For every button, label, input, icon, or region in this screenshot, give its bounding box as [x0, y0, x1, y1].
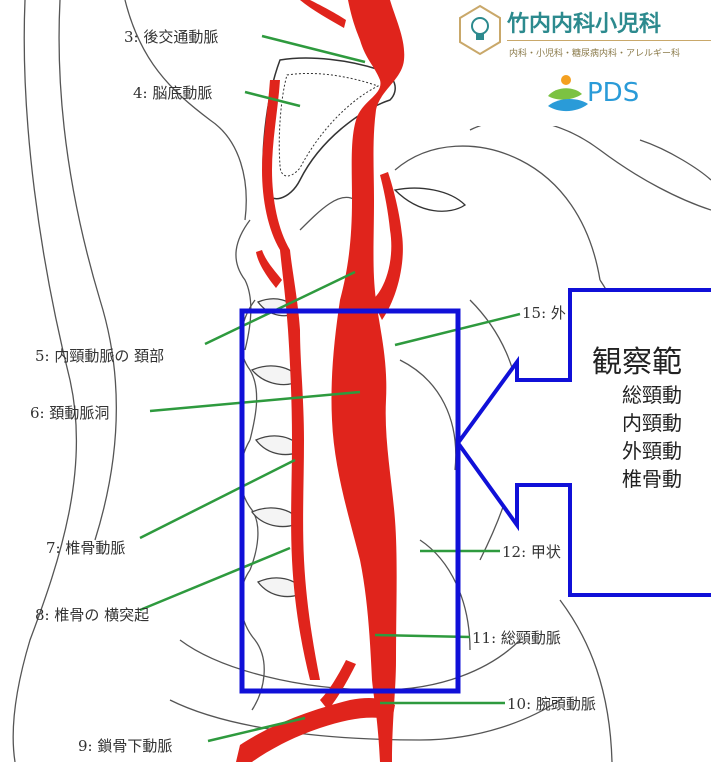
label-basilar-artery: 4: 脳底動脈 — [133, 84, 213, 102]
label-carotid-sinus: 6: 頚動脈洞 — [30, 404, 110, 422]
label-thyroid: 12: 甲状 — [502, 543, 561, 561]
leader-6 — [149, 390, 361, 413]
callout-content: 観察範 総頸動 内頸動 外頸動 椎骨動 — [592, 345, 682, 493]
leader-11 — [374, 633, 471, 639]
leader-7 — [139, 458, 296, 540]
callout-item: 外頸動 — [622, 439, 682, 463]
callout-title: 観察範 — [592, 345, 682, 380]
observation-area-box — [239, 308, 461, 694]
leader-3 — [261, 34, 366, 64]
label-internal-carotid-cervical: 5: 内頸動脈の 頚部 — [35, 347, 165, 365]
callout-item: 内頸動 — [622, 411, 682, 435]
logo-divider — [507, 40, 711, 41]
leader-lines — [139, 34, 521, 743]
clinic-subtitle: 内科・小児科・糖尿病内科・アレルギー科 — [509, 49, 681, 59]
label-subclavian-artery: 9: 鎖骨下動脈 — [78, 737, 173, 755]
leader-4 — [244, 90, 301, 108]
clinic-name: 竹内内科小児科 — [507, 12, 662, 37]
vertebrae — [250, 298, 305, 598]
leader-5 — [204, 270, 356, 346]
label-posterior-communicating-artery: 3: 後交通動脈 — [124, 28, 219, 46]
pds-icon — [548, 75, 588, 112]
callout-item: 総頸動 — [622, 383, 682, 407]
label-transverse-process: 8: 椎骨の 横突起 — [35, 606, 150, 624]
label-vertebral-artery: 7: 椎骨動脈 — [46, 539, 126, 557]
label-external-carotid: 15: 外 — [522, 304, 566, 322]
label-brachiocephalic-artery: 10: 腕頭動脈 — [507, 695, 596, 713]
logo-hex-badge — [459, 4, 501, 56]
leader-8 — [139, 546, 291, 612]
skull-base — [262, 57, 467, 212]
leader-9 — [207, 716, 306, 743]
callout-bubble — [455, 288, 711, 597]
label-common-carotid-artery: 11: 総頸動脈 — [472, 629, 561, 647]
callout-item: 椎骨動 — [622, 467, 682, 491]
pds-logo-text: PDS — [587, 78, 640, 108]
arteries — [236, 0, 405, 762]
